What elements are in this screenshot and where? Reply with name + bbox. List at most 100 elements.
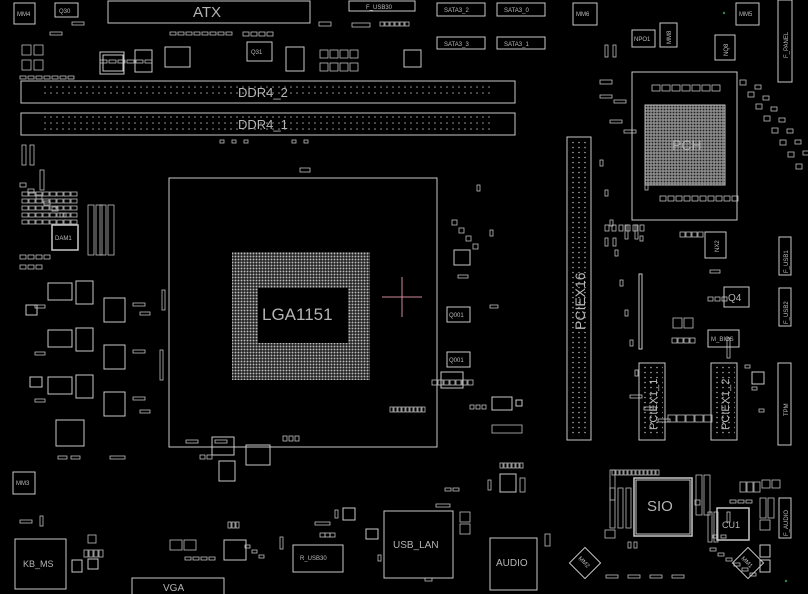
chip-q001-b[interactable]: Q001 [446, 351, 471, 368]
passive-pad [349, 62, 359, 72]
passive-pad [691, 195, 699, 202]
passive-pad [193, 31, 201, 36]
chip-mm6[interactable]: MM6 [572, 2, 598, 26]
chip-mm8[interactable]: MM8 [659, 22, 678, 48]
passive-pad [51, 75, 59, 80]
passive-pad [319, 62, 329, 72]
passive-pad [93, 549, 99, 558]
svg-text:PCIEX1_2: PCIEX1_2 [720, 379, 732, 430]
connector-f-usb2[interactable]: F_USB2 [778, 287, 792, 327]
passive-pad [452, 487, 460, 492]
passive-pad [27, 188, 35, 194]
passive-pad [219, 139, 225, 144]
passive-pad [453, 249, 471, 266]
connector-kb-ms[interactable]: KB_MS [14, 538, 67, 590]
passive-pad [778, 117, 786, 123]
connector-audio[interactable]: AUDIO [489, 537, 538, 591]
chip-dam1[interactable]: DAM1 [51, 224, 79, 251]
chip-mm4[interactable]: MM4 [13, 2, 36, 25]
passive-pad [403, 49, 422, 68]
connector-usb-lan[interactable]: USB_LAN [383, 510, 454, 579]
passive-pad [99, 204, 107, 256]
passive-pad [47, 376, 73, 395]
passive-pad [714, 296, 721, 302]
passive-pad [339, 49, 349, 59]
connector-sata3-1[interactable]: SATA3_1 [496, 36, 546, 50]
passive-pad [258, 31, 266, 37]
passive-pad [21, 198, 29, 204]
connector-vga[interactable]: VGA [131, 577, 225, 594]
connector-tpm[interactable]: TPM [777, 362, 792, 446]
connector-sata3-3[interactable]: SATA3_3 [436, 36, 486, 50]
slot-pciex1-1[interactable]: PCIEX1_1 [638, 362, 666, 441]
cpu-socket-lga1151[interactable]: LGA1151 [168, 177, 438, 448]
connector-f-usb1[interactable]: F_USB1 [778, 236, 792, 276]
passive-pad [139, 311, 151, 316]
chip-mm3[interactable]: MM3 [12, 471, 36, 495]
slot-pciex16[interactable]: PCIEX16 [566, 136, 592, 441]
connector-sata3-2[interactable]: SATA3_2 [436, 2, 486, 17]
chip-nx2[interactable]: NX2 [704, 231, 727, 259]
passive-pad [707, 195, 715, 202]
slot-pciex1-2[interactable]: PCIEX1_2 [710, 362, 738, 441]
passive-pad [723, 195, 731, 202]
chip-mm2[interactable]: MM2 [568, 546, 602, 580]
svg-text:NX2: NX2 [715, 240, 721, 252]
connector-sata3-0[interactable]: SATA3_0 [496, 2, 546, 17]
passive-pad [511, 462, 516, 469]
passive-pad [39, 515, 44, 527]
chip-sio[interactable]: SIO [633, 477, 693, 537]
passive-pad [604, 44, 609, 58]
chip-q31[interactable]: Q31 [246, 41, 273, 62]
passive-pad [709, 269, 721, 274]
chip-q4[interactable]: Q4 [723, 286, 750, 308]
status-dot [784, 579, 788, 583]
connector-f-panel[interactable]: F_PANEL [777, 0, 793, 83]
passive-pad [71, 21, 85, 26]
passive-pad [417, 406, 422, 413]
passive-pad [619, 469, 624, 476]
passive-pad [132, 396, 146, 401]
slot-ddr4-1[interactable]: DDR4_1 [20, 112, 516, 136]
slot-ddr4-2[interactable]: DDR4_2 [20, 80, 516, 104]
chip-npo1[interactable]: NPO1 [631, 29, 656, 48]
passive-pad [759, 519, 771, 531]
svg-text:MM2: MM2 [577, 556, 591, 570]
connector-f-audio[interactable]: F_AUDIO [778, 497, 792, 539]
chip-cu1[interactable]: CU1 [716, 507, 750, 541]
passive-pad [399, 21, 405, 27]
passive-pad [35, 191, 43, 197]
connector-f-usb30[interactable]: F_USB30 [348, 0, 416, 12]
passive-pad [731, 195, 739, 202]
passive-pad [599, 79, 613, 85]
chip-pch[interactable]: PCH [631, 71, 738, 221]
connector-r-usb30[interactable]: R_USB30 [292, 544, 344, 573]
passive-pad [409, 406, 414, 413]
passive-pad [266, 31, 274, 37]
svg-text:NPO1: NPO1 [634, 37, 651, 43]
chip-nq8[interactable]: NQ8 [714, 34, 736, 61]
chip-mm5[interactable]: MM5 [735, 2, 760, 26]
passive-pad [342, 507, 356, 521]
chip-q001-a[interactable]: Q001 [446, 306, 471, 323]
passive-pad [43, 254, 51, 260]
passive-pad [469, 404, 475, 410]
passive-pad [185, 439, 199, 444]
passive-pad [787, 151, 795, 158]
passive-pad [103, 344, 126, 370]
connector-atx[interactable]: ATX [107, 0, 311, 24]
passive-pad [21, 219, 29, 225]
passive-pad [609, 119, 623, 124]
passive-pad [99, 51, 125, 75]
chip-m-bios[interactable]: M_BIOS [707, 329, 740, 348]
passive-pad [435, 503, 451, 508]
passive-pad [199, 454, 206, 460]
passive-pad [303, 139, 309, 144]
passive-pad [695, 474, 703, 516]
chip-q30[interactable]: Q30 [54, 2, 79, 18]
passive-pad [627, 574, 641, 579]
passive-pad [29, 376, 43, 388]
passive-pad [604, 237, 609, 247]
passive-pad [35, 212, 43, 218]
